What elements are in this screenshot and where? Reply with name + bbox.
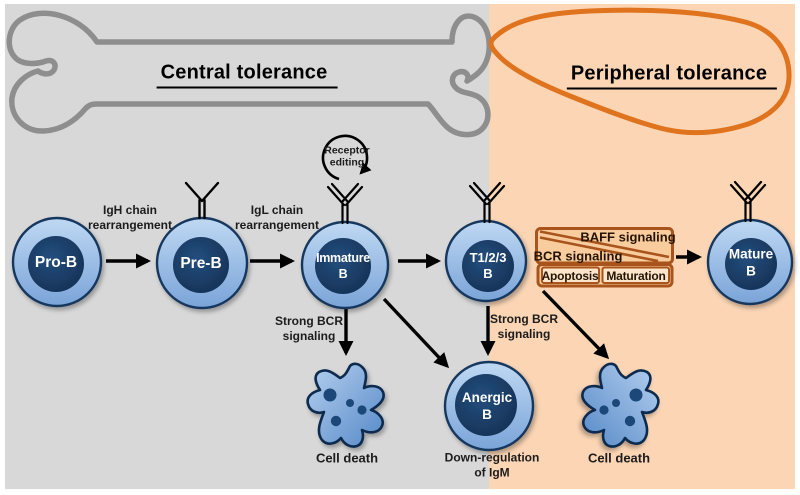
- bcr-signaling-label: BCR signaling: [533, 248, 623, 264]
- cell-t123-b-label: T1/2/3 B: [469, 250, 507, 281]
- maturation-box: [601, 266, 670, 284]
- downregulation-igm-label: Down-regulation of IgM: [444, 450, 540, 480]
- baff-signaling-label: BAFF signaling: [580, 229, 676, 245]
- igl-rearrangement-label: IgL chain rearrangement: [234, 203, 320, 232]
- peripheral-tolerance-title: Peripheral tolerance: [566, 63, 778, 90]
- pre-bcr-receptor-icon: [184, 181, 220, 220]
- cell-pro-b-label: Pro-B: [34, 254, 78, 271]
- igh-rearrangement-label: IgH chain rearrangement: [87, 203, 173, 232]
- cell-pre-b: [155, 216, 249, 310]
- bcr-receptor-icon-immature: [326, 182, 364, 225]
- bcr-receptor-icon-mature: [729, 180, 767, 223]
- cell-death-label-left: Cell death: [315, 450, 379, 466]
- cell-mature-b: [706, 218, 794, 306]
- cell-immature-b-label: Immature B: [316, 251, 370, 281]
- pathway-arrows: [106, 249, 702, 369]
- baff-bcr-signaling-box: [535, 227, 674, 288]
- maturation-label: Maturation: [606, 269, 666, 283]
- cell-pro-b: [11, 216, 103, 308]
- cell-death-label-right: Cell death: [587, 450, 651, 466]
- apoptotic-cell-left-icon: [306, 362, 385, 448]
- arrow-apoptosis-to-cell-death: [541, 289, 610, 360]
- cell-pre-b-label: Pre-B: [180, 255, 222, 272]
- apoptosis-box: [541, 266, 600, 284]
- bone-outline: [6, 10, 492, 138]
- receptor-editing-loop-icon: [321, 134, 372, 181]
- apoptosis-label: Apoptosis: [541, 269, 599, 283]
- cell-immature-b: [300, 220, 390, 310]
- receptor-editing-label: Receptor editing: [324, 144, 370, 168]
- central-tolerance-title: Central tolerance: [156, 62, 338, 89]
- cell-anergic-b-label: Anergic B: [461, 390, 513, 422]
- bcr-receptor-icon-t123: [468, 181, 506, 224]
- cell-mature-b-label: Mature B: [728, 246, 774, 279]
- spleen-outline: [488, 7, 792, 136]
- apoptotic-cell-right-icon: [581, 362, 660, 448]
- strong-bcr-signaling-label-t123: Strong BCR signaling: [490, 312, 558, 341]
- cell-anergic-b: [443, 360, 535, 452]
- strong-bcr-signaling-label-immature: Strong BCR signaling: [275, 314, 343, 343]
- arrow-immature-to-anergic: [382, 297, 450, 369]
- cell-t123-b: [444, 219, 528, 303]
